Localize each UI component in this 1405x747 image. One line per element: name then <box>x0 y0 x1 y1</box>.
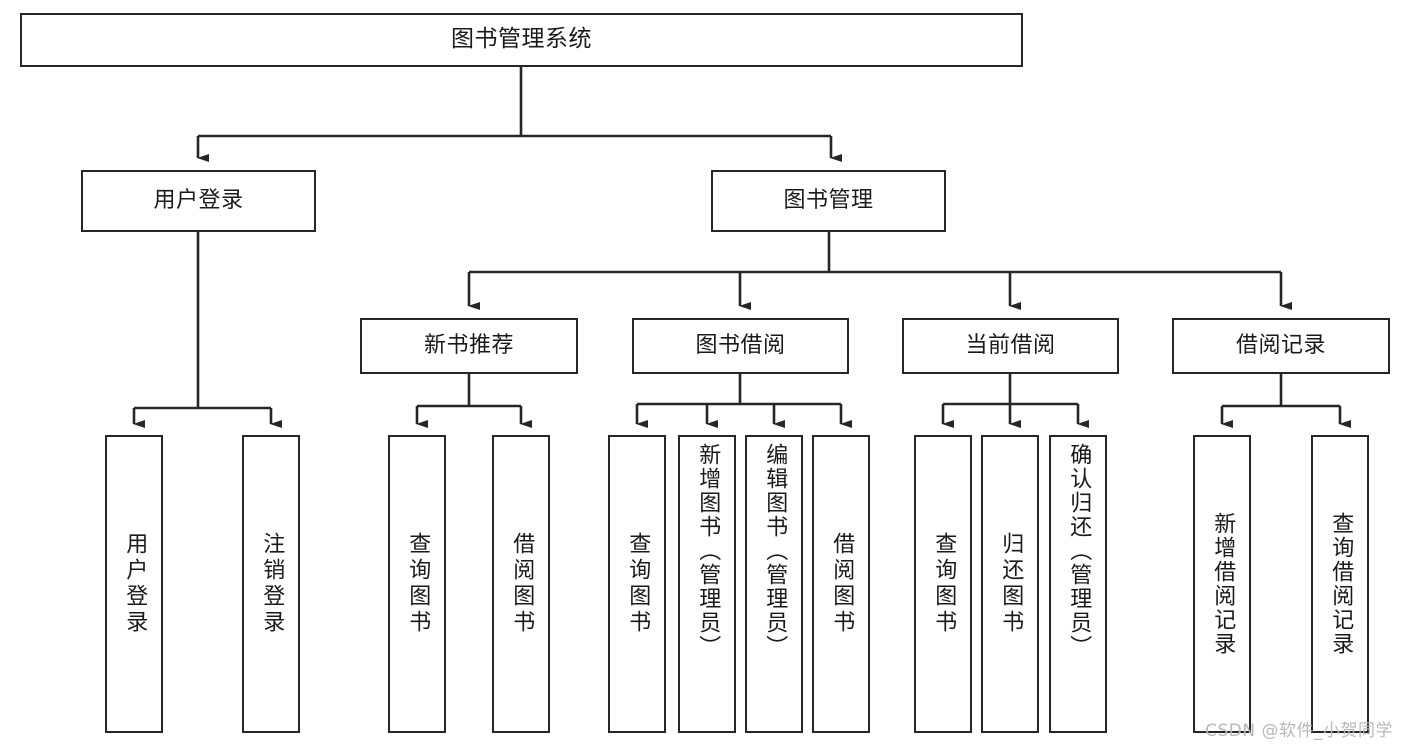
node-label: 借阅记录 <box>1235 333 1326 359</box>
node-label: 当前借阅 <box>965 333 1056 359</box>
node-label: 查询图书 <box>931 532 957 636</box>
node-user-login[interactable]: 用户登录 <box>81 170 316 232</box>
node-leaf-add-book[interactable]: 新增图书（管理员） <box>678 435 736 733</box>
node-label: 图书管理 <box>783 188 874 214</box>
node-label: 查询图书 <box>625 532 651 636</box>
node-label: 新书推荐 <box>423 333 514 359</box>
node-leaf-query-book-borrow[interactable]: 查询图书 <box>608 435 666 733</box>
node-label: 新增借阅记录 <box>1210 512 1236 656</box>
node-label: 新增图书（管理员） <box>695 443 721 659</box>
node-label: 图书借阅 <box>695 333 786 359</box>
node-leaf-add-borrow-record[interactable]: 新增借阅记录 <box>1193 435 1251 733</box>
node-label: 查询借阅记录 <box>1328 512 1354 656</box>
node-label: 用户登录 <box>122 532 148 636</box>
node-label: 借阅图书 <box>509 532 535 636</box>
node-borrow-record[interactable]: 借阅记录 <box>1172 318 1390 374</box>
node-label: 查询图书 <box>405 532 431 636</box>
node-leaf-edit-book[interactable]: 编辑图书（管理员） <box>745 435 803 733</box>
node-label: 确认归还（管理员） <box>1066 443 1092 659</box>
node-label: 用户登录 <box>153 188 244 214</box>
node-current-borrow[interactable]: 当前借阅 <box>902 318 1119 374</box>
node-label: 图书管理系统 <box>451 26 592 53</box>
node-book-management[interactable]: 图书管理 <box>711 170 946 232</box>
node-book-management-system[interactable]: 图书管理系统 <box>20 13 1023 67</box>
node-leaf-query-book-current[interactable]: 查询图书 <box>914 435 972 733</box>
node-leaf-logout-login[interactable]: 注销登录 <box>242 435 300 733</box>
node-leaf-user-login[interactable]: 用户登录 <box>105 435 163 733</box>
node-leaf-confirm-return[interactable]: 确认归还（管理员） <box>1049 435 1107 733</box>
node-label: 归还图书 <box>998 532 1024 636</box>
node-leaf-borrow-book[interactable]: 借阅图书 <box>812 435 870 733</box>
node-label: 借阅图书 <box>829 532 855 636</box>
node-leaf-query-borrow-record[interactable]: 查询借阅记录 <box>1311 435 1369 733</box>
node-leaf-borrow-book-recommend[interactable]: 借阅图书 <box>492 435 550 733</box>
node-label: 编辑图书（管理员） <box>762 443 788 659</box>
node-leaf-query-book-recommend[interactable]: 查询图书 <box>388 435 446 733</box>
node-label: 注销登录 <box>259 532 285 636</box>
node-leaf-return-book[interactable]: 归还图书 <box>981 435 1039 733</box>
node-book-borrow[interactable]: 图书借阅 <box>632 318 849 374</box>
node-new-book-recommend[interactable]: 新书推荐 <box>360 318 578 374</box>
